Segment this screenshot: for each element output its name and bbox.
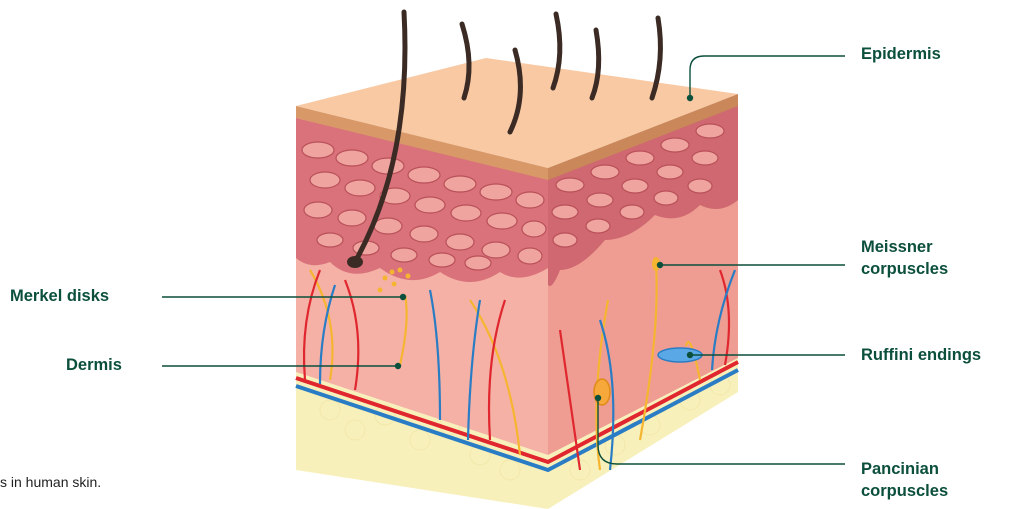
pacinian-corpuscle (594, 379, 610, 405)
label-dermis: Dermis (66, 354, 122, 376)
hair-follicle (347, 256, 363, 268)
label-merkel-disks: Merkel disks (10, 285, 109, 307)
label-meissner-corpuscles: Meissner corpuscles (861, 236, 948, 280)
label-ruffini-endings: Ruffini endings (861, 344, 981, 366)
figure-caption: s in human skin. (0, 474, 101, 490)
label-epidermis: Epidermis (861, 43, 941, 65)
label-pacinian-corpuscles: Pancinian corpuscles (861, 458, 948, 502)
